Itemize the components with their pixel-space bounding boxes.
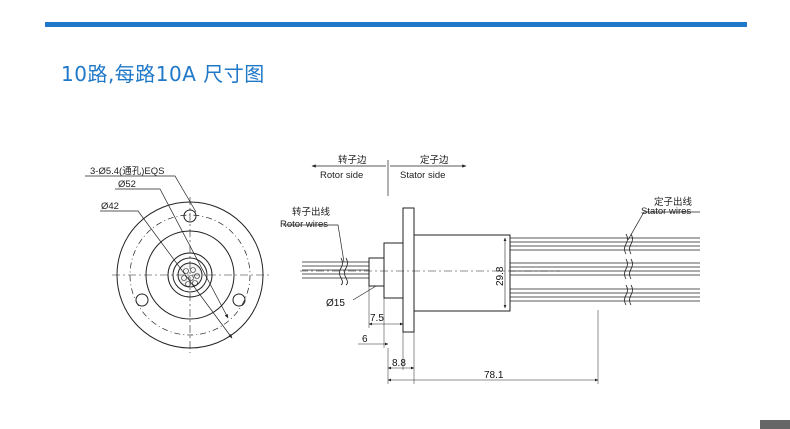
- leader-rotor-wires: [283, 224, 345, 263]
- top-rule: [45, 22, 747, 27]
- dim-6-label: 6: [362, 334, 368, 345]
- stator-side-cn: 定子边: [420, 154, 449, 166]
- d42-label: Ø42: [101, 201, 119, 212]
- d52-label: Ø52: [118, 179, 136, 190]
- rotor-wire-group: [302, 257, 369, 286]
- dim-body-dia-label: 29.8: [495, 266, 506, 286]
- dim-7-5-label: 7.5: [370, 313, 384, 324]
- rotor-wires-cn: 转子出线: [292, 206, 331, 218]
- leader-d42: [100, 210, 233, 339]
- hole-callout-label: 3-Ø5.4(通孔)EQS: [90, 166, 164, 177]
- wire-cores: [181, 267, 200, 287]
- rotor-side-en: Rotor side: [320, 170, 363, 181]
- rotor-step: [383, 242, 404, 299]
- stator-wire-group: [510, 233, 700, 306]
- leader-d52: [115, 188, 229, 319]
- dim-shaft-label: Ø15: [326, 298, 345, 309]
- dim-8-8-label: 8.8: [392, 358, 406, 369]
- bolt-hole-right: [232, 293, 246, 307]
- leader-shaft: [352, 285, 377, 301]
- rotor-wires-en: Rotor wires: [280, 219, 328, 230]
- front-view: [85, 175, 272, 353]
- rotor-shaft: [368, 257, 385, 287]
- side-view: [283, 160, 700, 384]
- page-title: 10路,每路10A 尺寸图: [61, 62, 265, 86]
- corner-mark: [760, 420, 790, 429]
- dim-total-label: 78.1: [484, 370, 504, 381]
- stator-wires-en: Stator wires: [641, 206, 691, 217]
- leader-stator-wires: [627, 211, 700, 241]
- rotor-side-cn: 转子边: [338, 154, 367, 166]
- flange-plate: [402, 207, 415, 333]
- stator-side-en: Stator side: [400, 170, 445, 181]
- bolt-hole-left: [135, 293, 149, 307]
- leader-holes: [85, 175, 197, 213]
- stator-wires-cn: 定子出线: [654, 196, 693, 208]
